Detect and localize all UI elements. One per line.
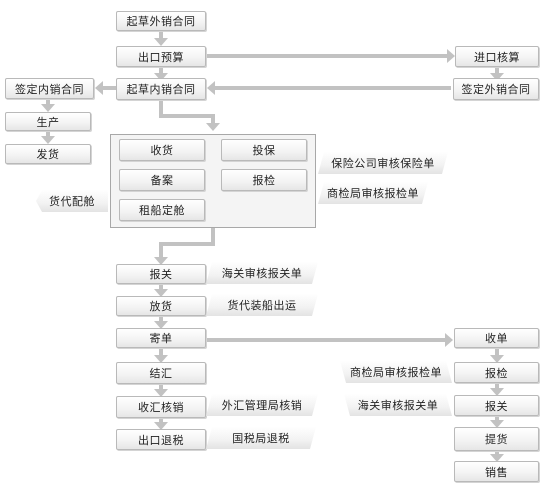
customs-review-note: 海关审核报关单 <box>206 262 318 284</box>
draft-domestic-contract-node: 起草内销合同 <box>116 78 206 100</box>
release-node: 放货 <box>116 296 206 316</box>
charter-ship-node: 租船定舱 <box>119 199 205 221</box>
import-customs-node: 报关 <box>454 395 539 416</box>
delivery-node: 发货 <box>5 144 91 164</box>
forwarder-booking-note: 货代配舱 <box>36 190 108 212</box>
draft-export-contract-node: 起草外销合同 <box>116 11 206 31</box>
tax-refund-note: 国税局退税 <box>206 427 316 449</box>
send-documents-node: 寄单 <box>116 328 206 348</box>
import-ciq-review-note: 商检局审核报检单 <box>340 361 452 383</box>
export-tax-refund-node: 出口退税 <box>116 429 206 450</box>
sign-export-contract-node: 签定外销合同 <box>453 78 539 100</box>
filing-node: 备案 <box>119 169 205 191</box>
receive-documents-node: 收单 <box>454 328 539 348</box>
insure-node: 投保 <box>221 139 307 161</box>
inspection-node: 报检 <box>221 169 307 191</box>
receive-goods-node: 收货 <box>119 139 205 161</box>
export-budget-node: 出口预算 <box>116 46 206 67</box>
production-node: 生产 <box>5 112 91 131</box>
settlement-node: 结汇 <box>116 362 206 384</box>
import-accounting-node: 进口核算 <box>455 46 539 67</box>
safe-verification-note: 外汇管理局核销 <box>206 394 318 416</box>
ciq-review-note: 商检局审核报检单 <box>318 182 428 204</box>
customs-declaration-node: 报关 <box>116 264 206 284</box>
fx-verification-node: 收汇核销 <box>116 396 206 418</box>
sales-node: 销售 <box>454 461 539 482</box>
sign-domestic-contract-node: 签定内销合同 <box>5 78 94 99</box>
pick-up-goods-node: 提货 <box>454 427 539 451</box>
forwarder-shipping-note: 货代装船出运 <box>206 294 318 316</box>
insurance-review-note: 保险公司审核保险单 <box>318 152 448 174</box>
import-customs-review-note: 海关审核报关单 <box>344 394 452 416</box>
import-inspection-node: 报检 <box>454 362 539 383</box>
